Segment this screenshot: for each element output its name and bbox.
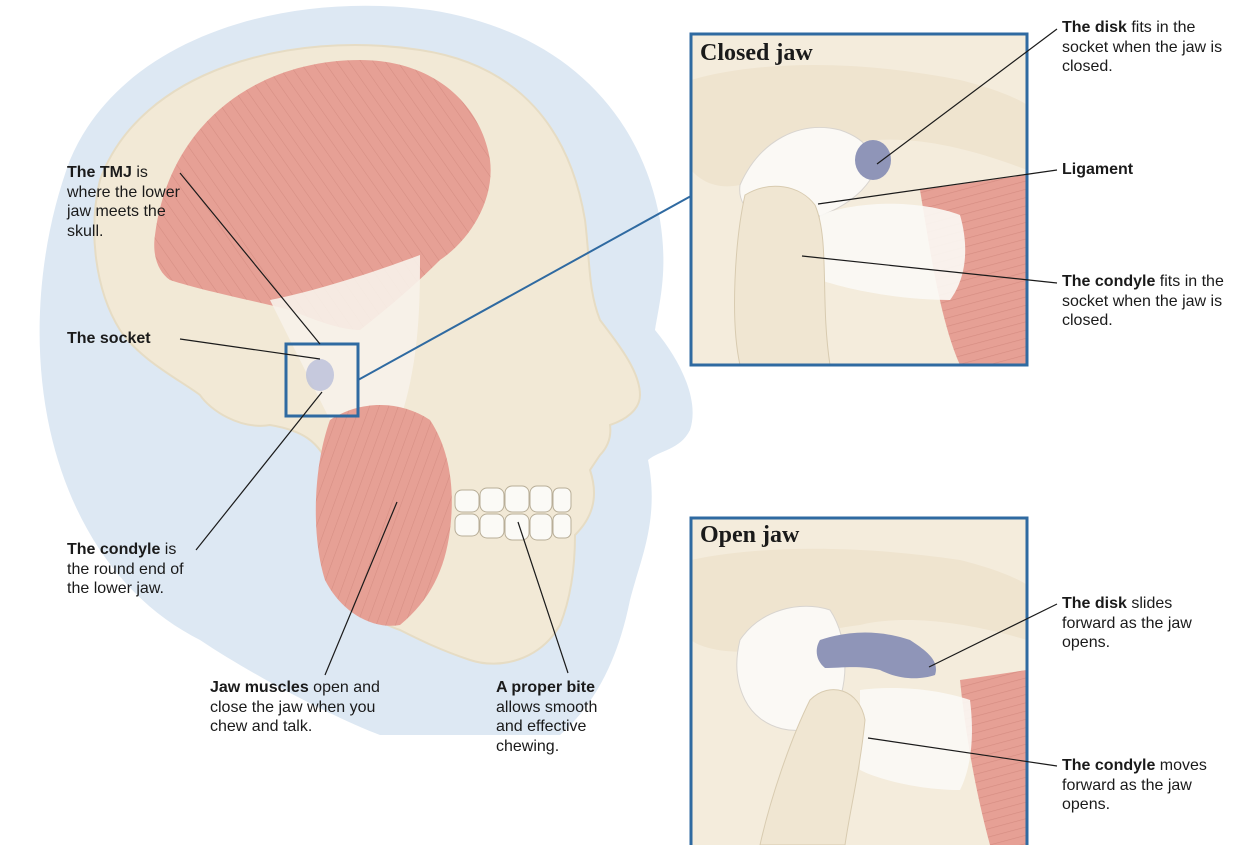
- label-open-condyle: The condyle moves forward as the jaw ope…: [1062, 756, 1237, 815]
- closed-disk: [855, 140, 891, 180]
- closed-jaw-artwork: [691, 34, 1027, 365]
- label-closed-condyle: The condyle fits in the socket when the …: [1062, 272, 1242, 331]
- label-ligament: Ligament: [1062, 160, 1232, 180]
- open-jaw-artwork: [691, 518, 1027, 845]
- label-jaw-muscles: Jaw muscles open and close the jaw when …: [210, 678, 410, 737]
- label-tmj: The TMJ is where the lower jaw meets the…: [67, 163, 187, 241]
- label-condyle: The condyle is the round end of the lowe…: [67, 540, 197, 599]
- label-socket: The socket: [67, 329, 187, 349]
- label-open-disk: The disk slides forward as the jaw opens…: [1062, 594, 1222, 653]
- open-jaw-title: Open jaw: [700, 522, 799, 549]
- label-closed-disk: The disk fits in the socket when the jaw…: [1062, 18, 1232, 77]
- label-proper-bite: A proper bite allows smooth and effectiv…: [496, 678, 626, 756]
- closed-jaw-title: Closed jaw: [700, 40, 813, 67]
- head-illustration: [40, 6, 693, 735]
